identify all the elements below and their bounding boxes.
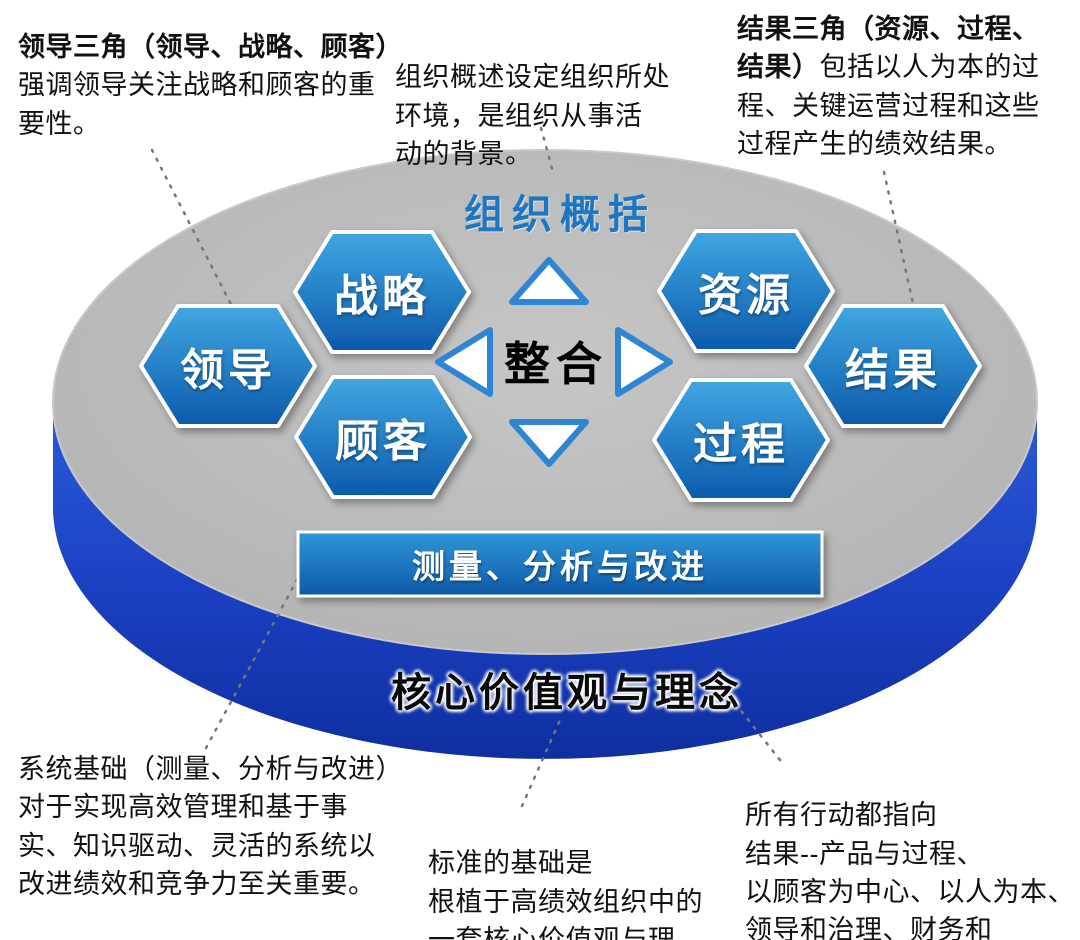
arrow-up-icon: [509, 257, 589, 305]
annotation-top-left-text: 强调领导关注战略和顾客的重要性。: [18, 70, 376, 139]
annotation-top-right: 结果三角（资源、过程、结果）包括以人为本的过程、关键运营过程和这些过程产生的绩效…: [737, 10, 1065, 163]
measurement-banner-shape: [296, 530, 824, 598]
organizational-profile-label: 组织概括: [464, 193, 656, 237]
connector-top-center: [539, 126, 555, 174]
hexagon-customer-shape: [294, 375, 472, 499]
connector-bottom-left: [204, 576, 300, 750]
annotation-bottom-center-text: 标准的基础是 根植于高绩效组织中的 一套核心价值观与理念。: [428, 848, 703, 940]
annotation-bottom-left: 系统基础（测量、分析与改进）对于实现高效管理和基于事实、知识驱动、灵活的系统以改…: [18, 750, 396, 903]
annotation-top-right-bold: 结果三角（资源、过程、结果）: [737, 14, 1040, 83]
connector-bottom-right: [724, 690, 782, 762]
annotation-top-right-text: 包括以人为本的过程、关键运营过程和这些过程产生的绩效结果。: [737, 52, 1040, 159]
annotation-top-center-text: 组织概述设定组织所处 环境，是组织从事活 动的背景。: [395, 62, 670, 169]
arrow-right-icon: [615, 327, 673, 397]
annotation-bottom-center: 标准的基础是 根植于高绩效组织中的 一套核心价值观与理念。: [428, 806, 728, 940]
connector-top-right: [882, 170, 920, 328]
annotation-top-center: 组织概述设定组织所处 环境，是组织从事活 动的背景。: [395, 20, 695, 173]
hexagon-strategy-shape: [293, 230, 471, 354]
annotation-top-left: 领导三角（领导、战略、顾客） 强调领导关注战略和顾客的重要性。: [18, 28, 403, 143]
hexagon-leadership-shape: [139, 304, 317, 428]
annotation-top-left-bold: 领导三角（领导、战略、顾客）: [18, 32, 403, 62]
annotation-bottom-right: 所有行动都指向 结果--产品与过程、 以顾客为中心、以人为本、 领导和治理、财务…: [745, 758, 1075, 940]
hexagon-process-shape: [652, 378, 830, 502]
disk-rim: [53, 402, 1037, 759]
measurement-banner-label: 测量、分析与改进: [412, 548, 708, 585]
annotation-bottom-right-text: 所有行动都指向 结果--产品与过程、 以顾客为中心、以人为本、 领导和治理、财务…: [745, 800, 1075, 940]
arrow-down-icon: [509, 419, 589, 467]
arrow-left-icon: [435, 327, 493, 397]
core-values-label: 核心价值观与理念: [391, 671, 743, 715]
connector-top-left: [150, 148, 242, 324]
annotation-bottom-left-text: 系统基础（测量、分析与改进）对于实现高效管理和基于事实、知识驱动、灵活的系统以改…: [18, 754, 390, 899]
hexagon-results-shape: [804, 304, 982, 428]
hexagon-resources-shape: [657, 229, 835, 353]
integration-label: 整合: [504, 338, 608, 390]
